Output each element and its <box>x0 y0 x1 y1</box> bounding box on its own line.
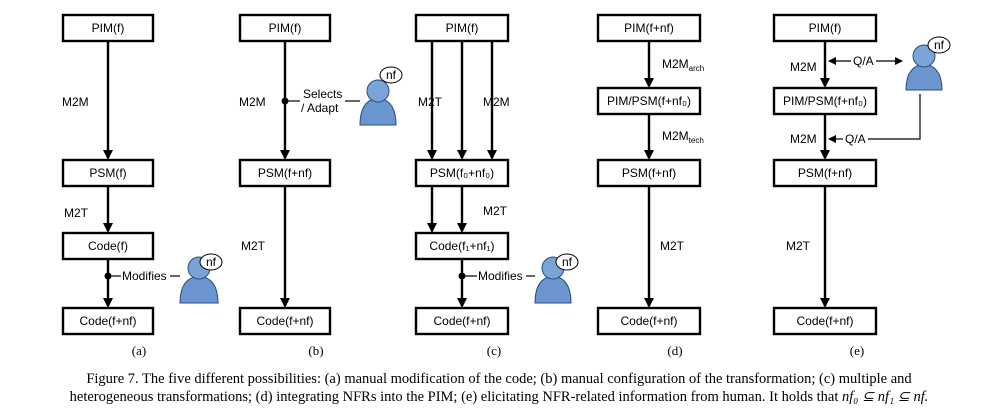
box-e-pimpsm-label: PIM/PSM(f+nf₀) <box>783 94 867 108</box>
edge-e-qa-2-link <box>868 94 921 140</box>
label-e-m2t: M2T <box>786 239 811 253</box>
label-c-m2m: M2M <box>483 95 510 109</box>
caption-line-2-text: heterogeneous transformations; (d) integ… <box>69 389 839 405</box>
box-d-pim-label: PIM(f+nf) <box>624 21 674 35</box>
figure-caption: Figure 7. The five different possibiliti… <box>0 370 998 406</box>
box-b-psm <box>238 158 332 188</box>
label-c-nf: nf <box>562 255 573 269</box>
label-b-adapt: / Adapt <box>301 101 339 115</box>
person-b-icon: nf <box>359 66 403 126</box>
label-b-m2t: M2T <box>241 239 266 253</box>
person-e-icon: nf <box>905 36 951 91</box>
label-e-m2m-1: M2M <box>790 60 817 74</box>
box-e-code <box>772 306 878 336</box>
label-b-selects: Selects <box>303 87 342 101</box>
label-e-qa-2: Q/A <box>845 132 866 146</box>
box-c-code-label: Code(f+nf) <box>433 314 490 328</box>
panel-e-sublabel: (e) <box>850 343 864 358</box>
figure-diagram: PIM(f) M2M PSM(f) M2T Code(f) Modifies n… <box>61 13 951 358</box>
label-d-m2m-arch: M2March <box>662 57 704 73</box>
label-c-m2t-mid: M2T <box>483 204 508 218</box>
panel-c: PIM(f) M2T M2M PSM(f₀+nf₀) M2T Code(f₁+n… <box>414 13 579 358</box>
panel-a-sublabel: (a) <box>132 343 146 358</box>
box-c-psm-label: PSM(f₀+nf₀) <box>430 166 494 180</box>
caption-line-1: Figure 7. The five different possibiliti… <box>86 371 912 387</box>
box-c-code <box>414 306 510 336</box>
box-a-psm <box>61 158 155 188</box>
label-b-nf: nf <box>386 68 397 82</box>
panel-e: PIM(f) M2M Q/A nf PIM/PSM(f+nf₀) M2M Q/A… <box>772 13 951 358</box>
panel-d: PIM(f+nf) M2March PIM/PSM(f+nf₀) M2Mtech… <box>596 13 704 358</box>
label-d-m2m-tech: M2Mtech <box>662 129 704 145</box>
panel-a: PIM(f) M2M PSM(f) M2T Code(f) Modifies n… <box>61 13 223 358</box>
panel-d-sublabel: (d) <box>667 343 682 358</box>
label-e-nf: nf <box>934 38 945 52</box>
box-b-code <box>238 306 332 336</box>
box-a-code-f-label: Code(f) <box>88 239 128 253</box>
label-b-m2m: M2M <box>239 95 266 109</box>
person-c-icon: nf <box>534 253 579 304</box>
panel-c-sublabel: (c) <box>487 343 501 358</box>
label-a-m2t: M2T <box>64 206 89 220</box>
label-c-modifies: Modifies <box>478 269 523 283</box>
box-b-psm-label: PSM(f+nf) <box>258 166 312 180</box>
label-d-m2t: M2T <box>660 239 685 253</box>
box-d-psm-label: PSM(f+nf) <box>622 166 676 180</box>
box-d-psm <box>596 158 702 188</box>
box-c-code-f1-label: Code(f₁+nf₁) <box>429 239 494 253</box>
person-a-icon: nf <box>179 253 223 304</box>
label-a-nf: nf <box>206 255 217 269</box>
label-d-arch-sub: arch <box>689 64 705 73</box>
box-d-code-label: Code(f+nf) <box>620 314 677 328</box>
box-a-code-f <box>61 231 155 261</box>
box-e-code-label: Code(f+nf) <box>796 314 853 328</box>
label-e-qa-1: Q/A <box>853 54 874 68</box>
box-c-pim <box>414 13 510 43</box>
box-d-pimpsm <box>596 86 702 116</box>
box-d-code <box>596 306 702 336</box>
label-e-m2m-2: M2M <box>790 132 817 146</box>
box-e-pim-label: PIM(f) <box>809 21 842 35</box>
caption-line-2: heterogeneous transformations; (d) integ… <box>0 388 998 406</box>
box-b-code-label: Code(f+nf) <box>256 314 313 328</box>
box-b-pim <box>238 13 332 43</box>
box-a-code-fnf-label: Code(f+nf) <box>79 314 136 328</box>
box-a-pim-label: PIM(f) <box>92 21 125 35</box>
label-a-modifies: Modifies <box>122 269 167 283</box>
box-b-pim-label: PIM(f) <box>269 21 302 35</box>
panel-b: PIM(f) M2M Selects / Adapt nf PSM(f+nf) … <box>238 13 403 358</box>
box-e-psm-label: PSM(f+nf) <box>798 166 852 180</box>
label-d-tech-sub: tech <box>689 136 704 145</box>
box-e-psm <box>772 158 878 188</box>
box-a-psm-label: PSM(f) <box>89 166 126 180</box>
caption-math: nf₀ ⊆ nf₁ ⊆ nf. <box>842 389 929 405</box>
panel-b-sublabel: (b) <box>308 343 323 358</box>
box-c-pim-label: PIM(f) <box>446 21 479 35</box>
box-e-pim <box>772 13 878 43</box>
label-c-m2t-top: M2T <box>418 95 443 109</box>
label-a-m2m: M2M <box>62 95 89 109</box>
box-a-code-fnf <box>61 306 155 336</box>
box-c-code-f1 <box>414 231 510 261</box>
box-d-pimpsm-label: PIM/PSM(f+nf₀) <box>607 94 691 108</box>
